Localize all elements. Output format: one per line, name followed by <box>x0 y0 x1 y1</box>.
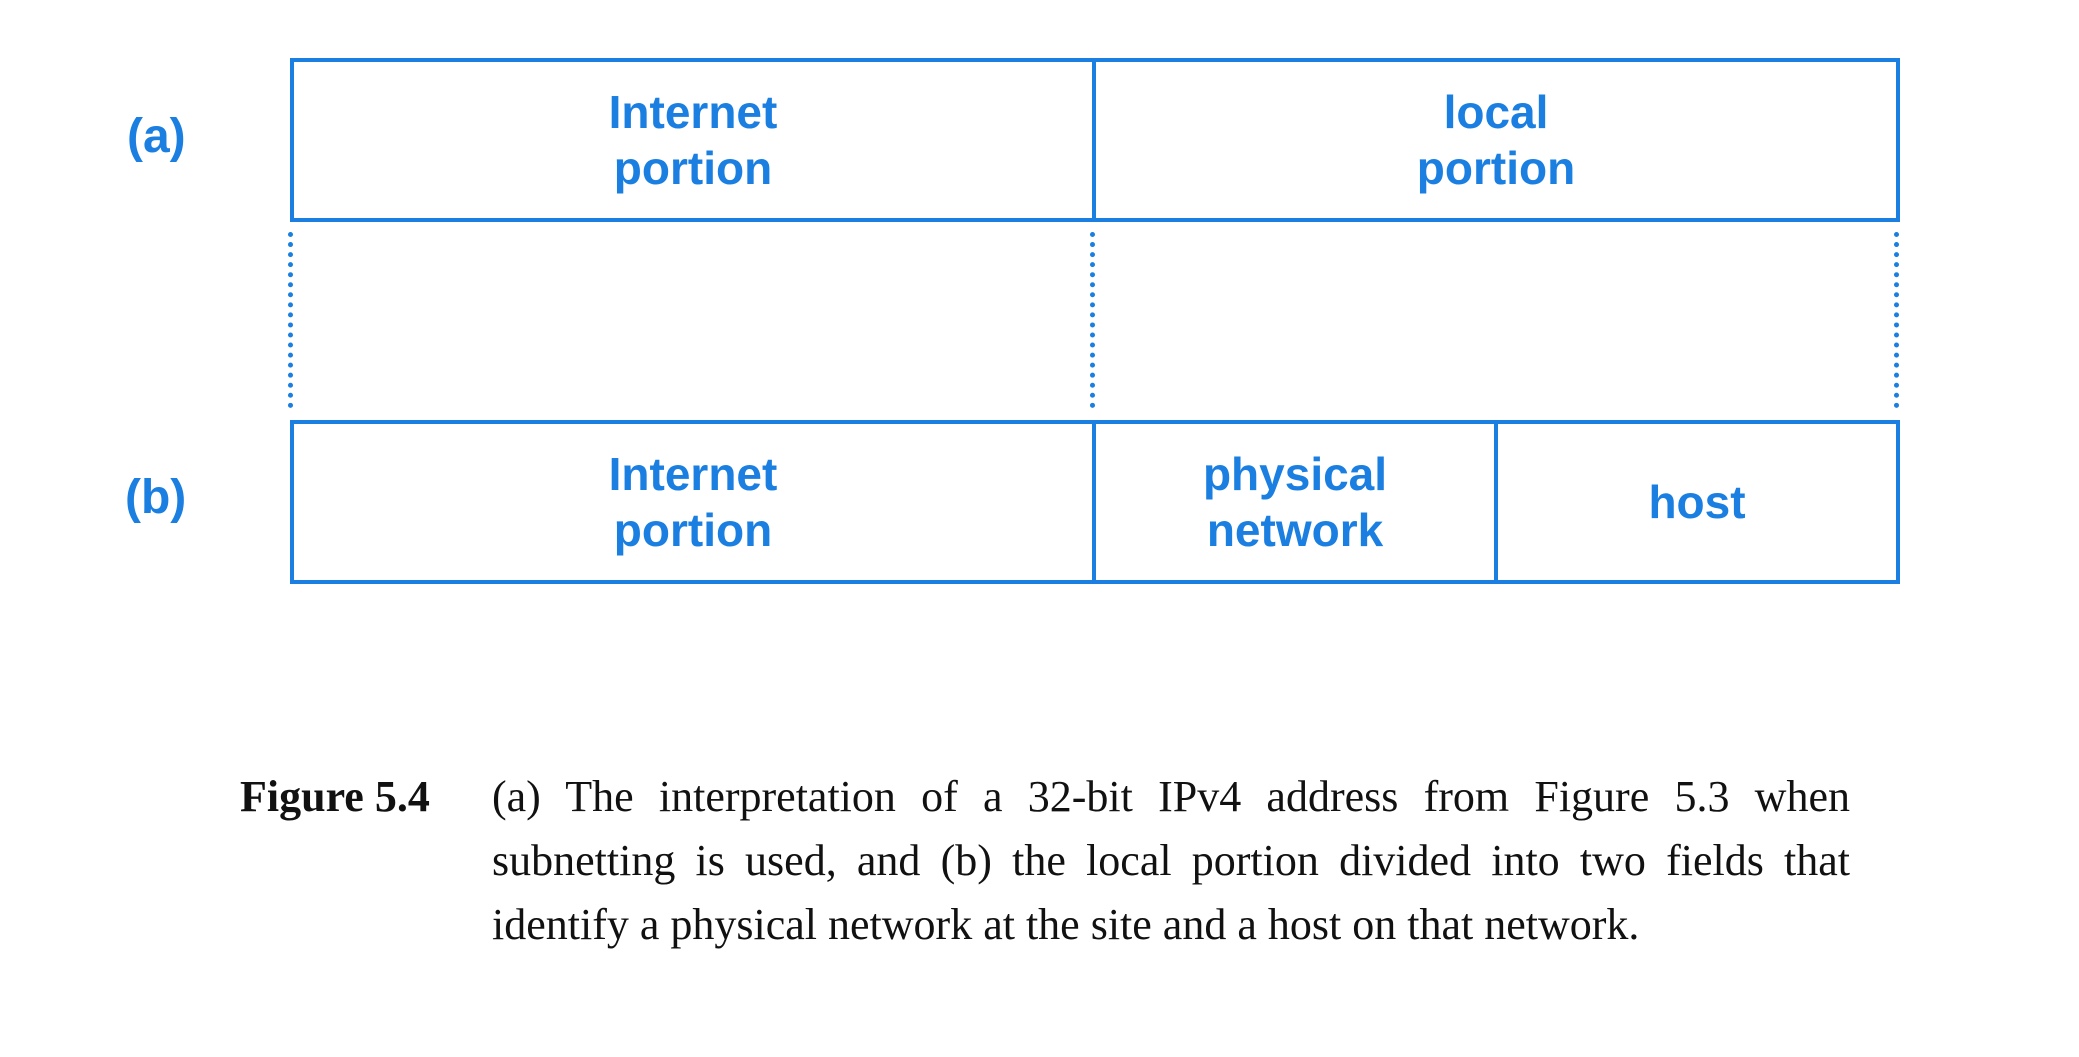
host-field: host <box>1494 420 1900 584</box>
address-diagram: (a) Internet portion local portion (b) I… <box>125 58 1900 584</box>
row-b-label: (b) <box>125 471 187 524</box>
dotted-guide-left <box>288 232 293 408</box>
physical-network-field: physical network <box>1092 420 1498 584</box>
row-a-label: (a) <box>127 110 186 163</box>
dotted-guide-right <box>1894 232 1899 408</box>
dotted-guide-middle <box>1090 232 1095 408</box>
local-portion-label-a: local portion <box>1416 86 1576 194</box>
caption-label: Figure 5.4 <box>240 772 430 821</box>
internet-portion-label-a: Internet portion <box>608 86 778 194</box>
internet-portion-label-b: Internet portion <box>608 448 778 556</box>
internet-portion-field-a: Internet portion <box>290 58 1096 222</box>
local-portion-field-a: local portion <box>1092 58 1900 222</box>
caption-text: (a) The interpretation of a 32-bit IPv4 … <box>492 772 1850 949</box>
host-label: host <box>1648 476 1746 528</box>
internet-portion-field-b: Internet portion <box>290 420 1096 584</box>
physical-network-label: physical network <box>1202 448 1388 556</box>
